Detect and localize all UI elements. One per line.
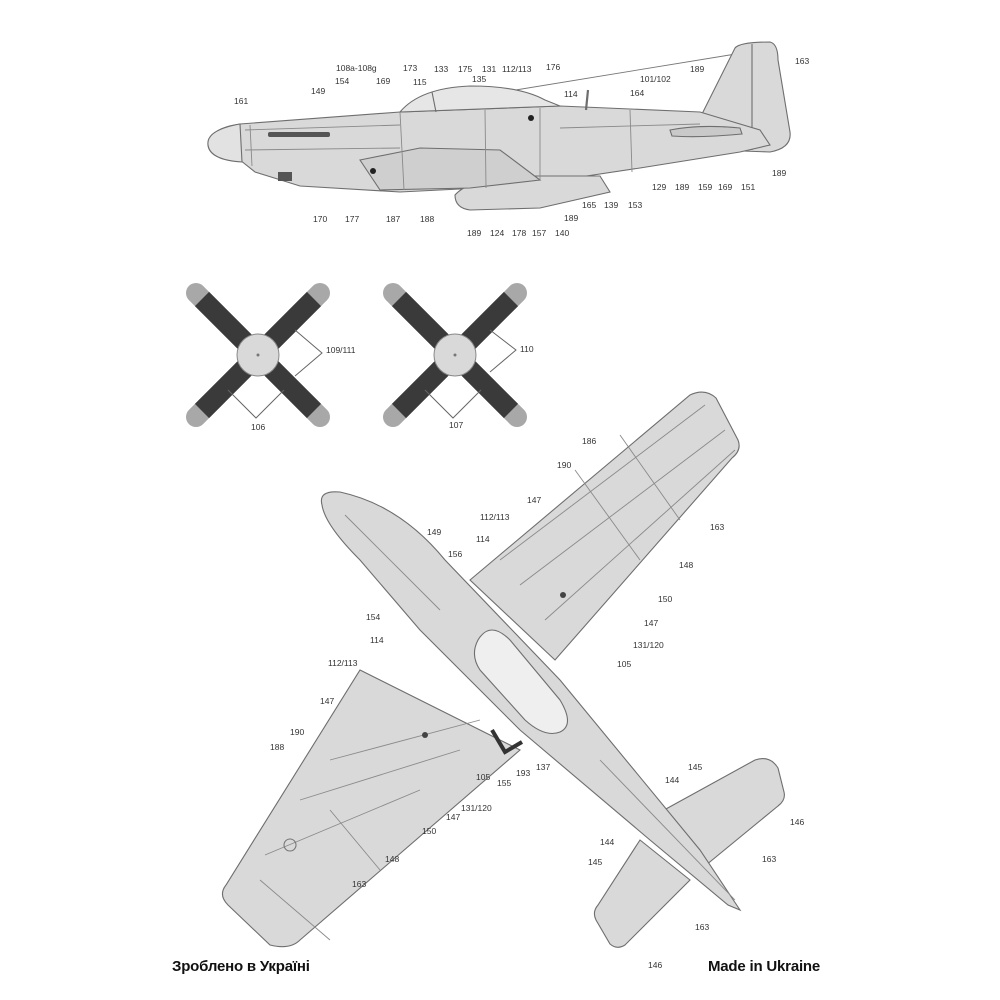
callout-label: 169 [718,182,732,192]
callout-label: 178 [512,228,526,238]
callout-label: 133 [434,64,448,74]
callout-label: 145 [688,762,702,772]
callout-label: 189 [690,64,704,74]
callout-label: 137 [536,762,550,772]
callout-label: 176 [546,62,560,72]
callout-label: 148 [385,854,399,864]
callout-label: 101/102 [640,74,671,84]
callout-label: 146 [648,960,662,970]
callout-label: 115 [413,77,427,87]
callout-label: 188 [420,214,434,224]
side-view-aircraft [207,41,791,211]
callout-label: 110 [520,344,534,354]
callout-label: 189 [564,213,578,223]
callout-label: 149 [311,86,325,96]
callout-label: 190 [557,460,571,470]
callout-label: 161 [234,96,248,106]
spinner [207,123,243,163]
propeller-callouts: 109/111 106 110 107 [251,344,534,432]
top-view-aircraft [221,391,785,948]
propeller-right [383,283,527,427]
callout-label: 146 [790,817,804,827]
callout-label: 112/113 [480,512,510,522]
callout-label: 151 [741,182,755,192]
callout-label: 131 [482,64,496,74]
stabilizer-left [593,839,691,948]
callout-label: 147 [446,812,460,822]
callout-label: 135 [472,74,486,84]
callout-label: 139 [604,200,618,210]
wing-left [221,669,521,948]
callout-label: 147 [527,495,541,505]
canopy [398,85,561,113]
callout-label: 109/111 [326,345,356,355]
callout-label: 154 [366,612,380,622]
callout-label: 124 [490,228,504,238]
callout-label: 157 [532,228,546,238]
callout-label: 114 [564,89,578,99]
callout-label: 163 [352,879,366,889]
callout-label: 163 [710,522,724,532]
callout-label: 105 [617,659,631,669]
footer-made-in-ukraine-ua: Зроблено в Україні [172,958,310,975]
callout-label: 129 [652,182,666,192]
callout-label: 112/113 [328,658,358,668]
callout-label: 170 [313,214,327,224]
callout-label: 163 [795,56,809,66]
callout-label: 105 [476,772,490,782]
callout-label: 193 [516,768,530,778]
wing-right [469,391,740,661]
canopy-top [473,629,569,735]
callout-label: 145 [588,857,602,867]
callout-label: 112/113 [502,64,532,74]
footer-made-in-ukraine-en: Made in Ukraine [708,958,821,975]
callout-label: 150 [658,594,672,604]
callout-label: 165 [582,200,596,210]
callout-label: 108a-108g [336,63,377,73]
callout-label: 144 [665,775,679,785]
callout-label: 153 [628,200,642,210]
callout-label: 190 [290,727,304,737]
callout-label: 177 [345,214,359,224]
callout-label: 154 [335,76,349,86]
callout-label: 189 [467,228,481,238]
horizontal-stabilizer [669,125,743,138]
callout-label: 106 [251,422,265,432]
callout-label: 175 [458,64,472,74]
callout-label: 150 [422,826,436,836]
callout-label: 163 [762,854,776,864]
callout-label: 147 [320,696,334,706]
callout-label: 164 [630,88,644,98]
callout-label: 147 [644,618,658,628]
callout-label: 114 [476,534,490,544]
callout-label: 131/120 [633,640,664,650]
callout-label: 186 [582,436,596,446]
exhaust-stacks [268,132,330,137]
callout-label: 131/120 [461,803,492,813]
callout-label: 140 [555,228,569,238]
callout-label: 149 [427,527,441,537]
callout-label: 155 [497,778,511,788]
callout-label: 169 [376,76,390,86]
callout-label: 163 [695,922,709,932]
callout-label: 189 [675,182,689,192]
callout-label: 144 [600,837,614,847]
callout-label: 189 [772,168,786,178]
callout-label: 114 [370,635,384,645]
propeller-left [186,283,330,427]
callout-label: 156 [448,549,462,559]
callout-label: 173 [403,63,417,73]
callout-label: 159 [698,182,712,192]
callout-label: 188 [270,742,284,752]
antenna-part [490,728,524,755]
callout-label: 187 [386,214,400,224]
callout-label: 107 [449,420,463,430]
top-view-callouts: 186190147112/113114163148150147131/12010… [270,436,804,970]
fuel-filler [278,172,292,181]
callout-label: 148 [679,560,693,570]
